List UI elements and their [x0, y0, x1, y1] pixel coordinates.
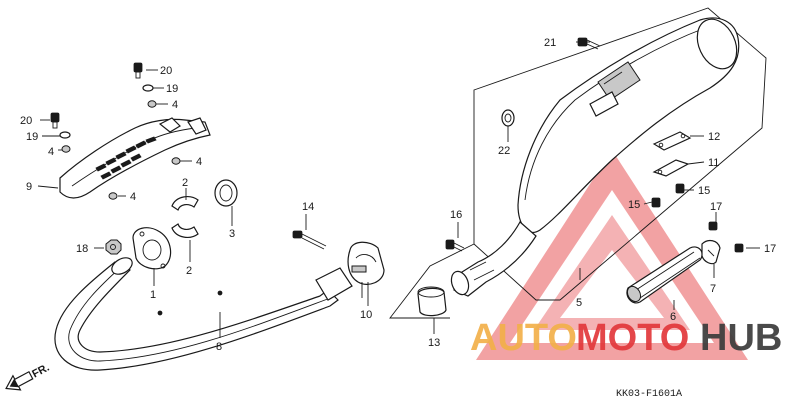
band-icon	[652, 131, 692, 177]
callout-bolt-20: 20	[20, 115, 32, 127]
exhaust-gasket	[214, 179, 238, 207]
muffler	[450, 17, 740, 297]
bolt-icon	[445, 239, 465, 252]
callout-collar-22: 22	[498, 145, 510, 157]
callout-bolt-17: 17	[764, 243, 776, 255]
watermark-text: AUTO MOTO HUB	[470, 317, 782, 359]
callout-bolt-16: 16	[450, 209, 462, 221]
callout-washer-19: 19	[26, 131, 38, 143]
callout-clip-4: 4	[130, 191, 136, 203]
callout-band-11: 11	[708, 157, 719, 169]
callout-bolt-17: 17	[710, 201, 722, 213]
washer-icon	[59, 84, 154, 139]
callout-gasket-13: 13	[428, 337, 440, 349]
leader-lines	[37, 41, 760, 338]
callout-clip-4: 4	[48, 146, 54, 158]
bolt-icon	[651, 183, 685, 208]
arrester-clip-icon	[701, 239, 721, 265]
callout-clip-4: 4	[196, 156, 202, 168]
exhaust-pipe	[54, 257, 353, 371]
cotter-halves	[171, 196, 199, 238]
callout-clip-4: 4	[172, 99, 178, 111]
bolt-icon	[50, 62, 143, 129]
callout-bolt-15: 15	[698, 185, 710, 197]
watermark-moto: MOTO	[576, 317, 689, 359]
direction-label: FR.	[30, 362, 51, 381]
front-direction-arrow: FR.	[5, 362, 52, 391]
callout-pipe-8: 8	[216, 341, 222, 353]
muffler-frame	[389, 7, 767, 319]
spark-arrester	[626, 246, 703, 304]
watermark-auto: AUTO	[470, 317, 577, 359]
callout-cotter-2: 2	[186, 265, 192, 277]
callout-nut-18: 18	[76, 243, 88, 255]
callout-clip-7: 7	[710, 283, 716, 295]
bolt-icon	[708, 221, 744, 253]
callout-arrester-6: 6	[670, 311, 676, 323]
shield-clip-icon	[61, 100, 181, 200]
heat-shield	[59, 117, 211, 199]
callout-cotter-2: 2	[182, 177, 188, 189]
exhaust-flange	[132, 227, 172, 270]
watermark-triangle	[476, 150, 748, 360]
callout-bolt-20: 20	[160, 65, 172, 77]
bolt-icon	[292, 230, 327, 250]
callout-washer-19: 19	[166, 83, 178, 95]
callout-band-12: 12	[708, 131, 720, 143]
callout-flange-1: 1	[150, 289, 156, 301]
drawing-code: KK03-F1601A	[616, 389, 682, 400]
callout-bolt-15: 15	[628, 199, 640, 211]
callouts: 20 19 4 20 19 4 4 9 4 2 2 3 1 18 8 14 10…	[20, 37, 776, 353]
callout-bolt-21: 21	[544, 37, 556, 49]
callout-muffler-5: 5	[576, 297, 582, 309]
callout-heat-shield: 9	[26, 181, 32, 193]
callout-bolt-14: 14	[302, 201, 314, 213]
flange-nut-icon	[105, 239, 122, 255]
callout-gasket-3: 3	[229, 228, 235, 240]
collar-icon	[501, 109, 515, 127]
callout-clamp-10: 10	[360, 309, 372, 321]
watermark-hub: HUB	[700, 317, 782, 359]
joint-gasket	[417, 286, 447, 317]
pipe-clamp	[347, 241, 385, 298]
